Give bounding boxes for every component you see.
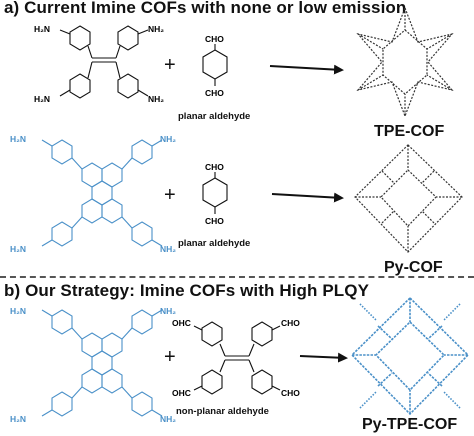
svg-text:NH₂: NH₂ [148, 94, 164, 104]
svg-text:H₂N: H₂N [10, 414, 26, 424]
benzene-ring [117, 25, 139, 51]
aldehyde-label: CHO [205, 34, 224, 44]
reaction-arrow-3 [299, 352, 348, 363]
aldehyde-label: OHC [172, 318, 191, 328]
py-cof-label: Py-COF [384, 259, 443, 276]
py-cof-network [354, 144, 463, 253]
section-b-header: b) Our Strategy: Imine COFs with High PL… [4, 281, 370, 300]
tpe-cof-network [356, 6, 454, 118]
terephthalaldehyde-2 [202, 172, 228, 214]
svg-text:NH₂: NH₂ [160, 134, 176, 144]
svg-text:OHC: OHC [172, 388, 191, 398]
pyrene-amine-monomer [41, 139, 163, 247]
tpe-aldehyde-monomer [193, 321, 281, 395]
benzene-ring [69, 73, 91, 99]
svg-text:H₂N: H₂N [10, 244, 26, 254]
reaction-arrow-1 [269, 64, 344, 75]
amine-label: H₂N [10, 244, 26, 254]
reaction-arrow-2 [271, 192, 344, 203]
svg-text:NH₂: NH₂ [160, 244, 176, 254]
plus-sign-1: + [164, 54, 176, 76]
svg-text:CHO: CHO [205, 88, 224, 98]
svg-text:CHO: CHO [205, 162, 224, 172]
benzene-ring [117, 73, 139, 99]
aldehyde-label: CHO [281, 318, 300, 328]
svg-text:H₂N: H₂N [10, 134, 26, 144]
amine-label: H₂N [34, 94, 50, 104]
svg-text:NH₂: NH₂ [160, 414, 176, 424]
amine-label: NH₂ [148, 24, 164, 34]
amine-label: NH₂ [160, 414, 176, 424]
tpe-cof-label: TPE-COF [374, 123, 445, 140]
svg-text:NH₂: NH₂ [148, 24, 164, 34]
section-a-header: a) Current Imine COFs with none or low e… [4, 0, 407, 17]
amine-label: NH₂ [160, 134, 176, 144]
svg-text:CHO: CHO [281, 318, 300, 328]
py-tpe-cof-network [350, 296, 470, 416]
svg-text:H₂N: H₂N [34, 94, 50, 104]
aldehyde-label: OHC [172, 388, 191, 398]
amine-label: NH₂ [148, 94, 164, 104]
svg-text:OHC: OHC [172, 318, 191, 328]
planar-aldehyde-label-1: planar aldehyde [178, 111, 251, 122]
svg-text:H₂N: H₂N [34, 24, 50, 34]
amine-label: H₂N [34, 24, 50, 34]
svg-text:CHO: CHO [281, 388, 300, 398]
svg-text:CHO: CHO [205, 216, 224, 226]
amine-label: H₂N [10, 134, 26, 144]
amine-label: H₂N [10, 414, 26, 424]
amine-label: NH₂ [160, 306, 176, 316]
terephthalaldehyde-1 [202, 44, 228, 86]
aldehyde-label: CHO [281, 388, 300, 398]
aldehyde-label: CHO [205, 88, 224, 98]
benzene-ring [69, 25, 91, 51]
svg-text:H₂N: H₂N [10, 306, 26, 316]
py-tpe-cof-label: Py-TPE-COF [362, 416, 458, 433]
amine-label: H₂N [10, 306, 26, 316]
svg-text:NH₂: NH₂ [160, 306, 176, 316]
plus-sign-2: + [164, 184, 176, 206]
aldehyde-label: CHO [205, 162, 224, 172]
amine-label: NH₂ [160, 244, 176, 254]
planar-aldehyde-label-2: planar aldehyde [178, 238, 251, 249]
aldehyde-label: CHO [205, 216, 224, 226]
non-planar-aldehyde-label: non-planar aldehyde [176, 406, 269, 417]
section-divider [0, 276, 474, 278]
tpe-amine-monomer [59, 25, 149, 99]
svg-text:CHO: CHO [205, 34, 224, 44]
plus-sign-3: + [164, 346, 176, 368]
pyrene-amine-monomer-b [41, 309, 163, 417]
